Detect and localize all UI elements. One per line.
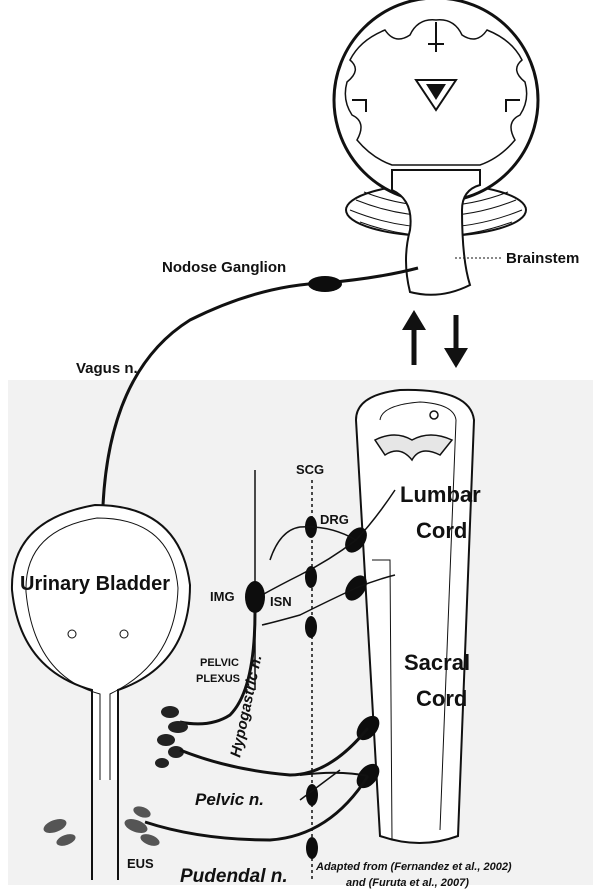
lumbar-cord-label-1: Lumbar bbox=[400, 482, 481, 507]
drg-label: DRG bbox=[320, 512, 349, 527]
nodose-ganglion-label: Nodose Ganglion bbox=[162, 259, 286, 276]
vagus-label: Vagus n. bbox=[76, 360, 138, 377]
chain-ganglion-5 bbox=[306, 837, 318, 859]
sacral-cord-label-1: Sacral bbox=[404, 650, 470, 675]
pelvic-label: Pelvic n. bbox=[195, 790, 264, 809]
nodose-ganglion bbox=[308, 276, 342, 292]
isn-label: ISN bbox=[270, 594, 292, 609]
pelvic-plexus-label-1: PELVIC bbox=[200, 657, 239, 669]
lumbar-cord-label-2: Cord bbox=[416, 518, 467, 543]
sacral-cord-label-2: Cord bbox=[416, 686, 467, 711]
eus-label: EUS bbox=[127, 856, 154, 871]
img-ganglion bbox=[245, 581, 265, 613]
img-label: IMG bbox=[210, 589, 235, 604]
chain-ganglion-3 bbox=[305, 616, 317, 638]
scg-label: SCG bbox=[296, 462, 324, 477]
citation-line-2: and (Furuta et al., 2007) bbox=[346, 877, 469, 889]
urinary-bladder-label: Urinary Bladder bbox=[20, 573, 170, 595]
pudendal-label: Pudendal n. bbox=[180, 866, 288, 887]
bidirectional-arrows bbox=[402, 310, 468, 368]
brainstem-label: Brainstem bbox=[506, 250, 579, 267]
citation-line-1: Adapted from (Fernandez et al., 2002) bbox=[315, 861, 512, 873]
pelvic-plexus-label-2: PLEXUS bbox=[196, 673, 240, 685]
